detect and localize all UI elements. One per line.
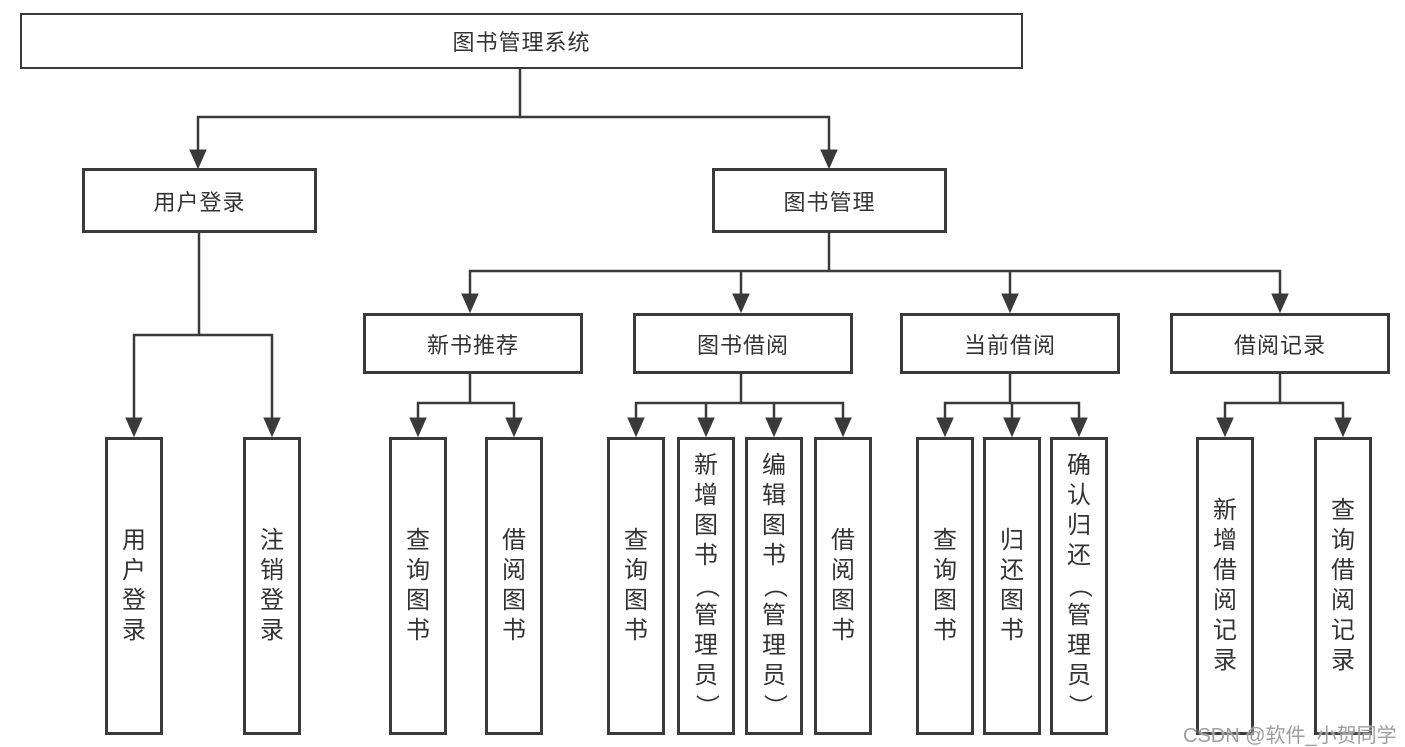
connector-user-login xyxy=(125,233,281,438)
vertical-glyph: 增 xyxy=(694,482,718,509)
vertical-glyph: 阅 xyxy=(502,557,526,584)
vertical-glyph: （ xyxy=(693,574,720,598)
vertical-glyph: 查 xyxy=(624,527,648,554)
vertical-glyph: 查 xyxy=(406,527,430,554)
leaf-newbook-query-books: 查询图书 xyxy=(389,437,447,735)
watermark: CSDN @软件_小贺同学 xyxy=(1183,725,1397,747)
vertical-glyph: 查 xyxy=(1331,497,1355,524)
vertical-glyph: 录 xyxy=(260,617,284,644)
vertical-glyph: 新 xyxy=(1213,497,1237,524)
vertical-glyph: 登 xyxy=(260,587,284,614)
vertical-glyph: （ xyxy=(1066,574,1093,598)
vertical-glyph: 新 xyxy=(694,452,718,479)
node-root: 图书管理系统 xyxy=(20,13,1023,69)
node-book-management: 图书管理 xyxy=(712,168,947,233)
vertical-glyph: 图 xyxy=(933,587,957,614)
connector-current-borrow xyxy=(936,374,1088,438)
vertical-glyph: 编 xyxy=(762,452,786,479)
connector-new-book xyxy=(409,374,523,438)
vertical-glyph: 图 xyxy=(406,587,430,614)
vertical-glyph: 用 xyxy=(122,527,146,554)
vertical-glyph: 录 xyxy=(1213,647,1237,674)
vertical-glyph: 辑 xyxy=(762,482,786,509)
leaf-user-login: 用户登录 xyxy=(105,437,163,735)
vertical-glyph: 录 xyxy=(122,617,146,644)
vertical-glyph: 书 xyxy=(933,617,957,644)
vertical-glyph: （ xyxy=(761,574,788,598)
leaf-logout: 注销登录 xyxy=(243,437,301,735)
vertical-glyph: 图 xyxy=(831,587,855,614)
node-new-book-recommend: 新书推荐 xyxy=(363,313,583,374)
vertical-glyph: 书 xyxy=(831,617,855,644)
vertical-glyph: 图 xyxy=(694,512,718,539)
vertical-glyph: 认 xyxy=(1067,482,1091,509)
vertical-glyph: 员 xyxy=(762,662,786,689)
vertical-glyph: 还 xyxy=(1000,557,1024,584)
vertical-glyph: 询 xyxy=(1331,527,1355,554)
vertical-glyph: 确 xyxy=(1067,452,1091,479)
leaf-confirm-return-admin: 确认归还 （ 管理员 ） xyxy=(1050,437,1108,735)
vertical-glyph: 管 xyxy=(1067,602,1091,629)
vertical-glyph: 询 xyxy=(624,557,648,584)
vertical-glyph: 图 xyxy=(1000,587,1024,614)
vertical-glyph: 图 xyxy=(762,512,786,539)
node-current-borrow: 当前借阅 xyxy=(900,313,1120,374)
leaf-add-borrow-record: 新增借阅记录 xyxy=(1196,437,1254,735)
vertical-glyph: 理 xyxy=(762,632,786,659)
vertical-glyph: 理 xyxy=(694,632,718,659)
vertical-glyph: ） xyxy=(1066,694,1093,718)
vertical-glyph: 书 xyxy=(1000,617,1024,644)
vertical-glyph: 员 xyxy=(694,662,718,689)
vertical-glyph: 记 xyxy=(1213,617,1237,644)
leaf-edit-books-admin: 编辑图书 （ 管理员 ） xyxy=(745,437,803,735)
node-user-login: 用户登录 xyxy=(82,168,317,233)
vertical-glyph: 阅 xyxy=(1213,587,1237,614)
vertical-glyph: 书 xyxy=(406,617,430,644)
vertical-glyph: 记 xyxy=(1331,617,1355,644)
vertical-glyph: ） xyxy=(761,694,788,718)
vertical-glyph: 阅 xyxy=(1331,587,1355,614)
leaf-borrow-query-books: 查询图书 xyxy=(607,437,665,735)
connector-root xyxy=(189,68,838,170)
vertical-glyph: 管 xyxy=(694,602,718,629)
leaf-add-books-admin: 新增图书 （ 管理员 ） xyxy=(677,437,735,735)
vertical-glyph: ） xyxy=(693,694,720,718)
vertical-glyph: 借 xyxy=(1331,557,1355,584)
vertical-glyph: 增 xyxy=(1213,527,1237,554)
connector-book-borrow xyxy=(627,374,852,438)
vertical-glyph: 书 xyxy=(762,542,786,569)
node-borrow-records: 借阅记录 xyxy=(1170,313,1390,374)
vertical-glyph: 借 xyxy=(502,527,526,554)
node-book-borrow: 图书借阅 xyxy=(633,313,853,374)
vertical-glyph: 归 xyxy=(1000,527,1024,554)
leaf-current-query-books: 查询图书 xyxy=(916,437,974,735)
vertical-glyph: 录 xyxy=(1331,647,1355,674)
vertical-glyph: 图 xyxy=(502,587,526,614)
vertical-glyph: 还 xyxy=(1067,542,1091,569)
vertical-glyph: 员 xyxy=(1067,662,1091,689)
vertical-glyph: 查 xyxy=(933,527,957,554)
leaf-query-borrow-record: 查询借阅记录 xyxy=(1314,437,1372,735)
leaf-borrow-books: 借阅图书 xyxy=(814,437,872,735)
vertical-glyph: 登 xyxy=(122,587,146,614)
vertical-glyph: 销 xyxy=(260,557,284,584)
vertical-glyph: 管 xyxy=(762,602,786,629)
vertical-glyph: 书 xyxy=(502,617,526,644)
vertical-glyph: 户 xyxy=(122,557,146,584)
vertical-glyph: 归 xyxy=(1067,512,1091,539)
vertical-glyph: 阅 xyxy=(831,557,855,584)
vertical-glyph: 借 xyxy=(1213,557,1237,584)
leaf-newbook-borrow-books: 借阅图书 xyxy=(485,437,543,735)
vertical-glyph: 借 xyxy=(831,527,855,554)
leaf-return-books: 归还图书 xyxy=(983,437,1041,735)
connector-book-management xyxy=(461,233,1289,314)
connector-borrow-records xyxy=(1216,374,1352,438)
vertical-glyph: 理 xyxy=(1067,632,1091,659)
vertical-glyph: 书 xyxy=(694,542,718,569)
vertical-glyph: 询 xyxy=(933,557,957,584)
vertical-glyph: 图 xyxy=(624,587,648,614)
vertical-glyph: 注 xyxy=(260,527,284,554)
vertical-glyph: 询 xyxy=(406,557,430,584)
vertical-glyph: 书 xyxy=(624,617,648,644)
